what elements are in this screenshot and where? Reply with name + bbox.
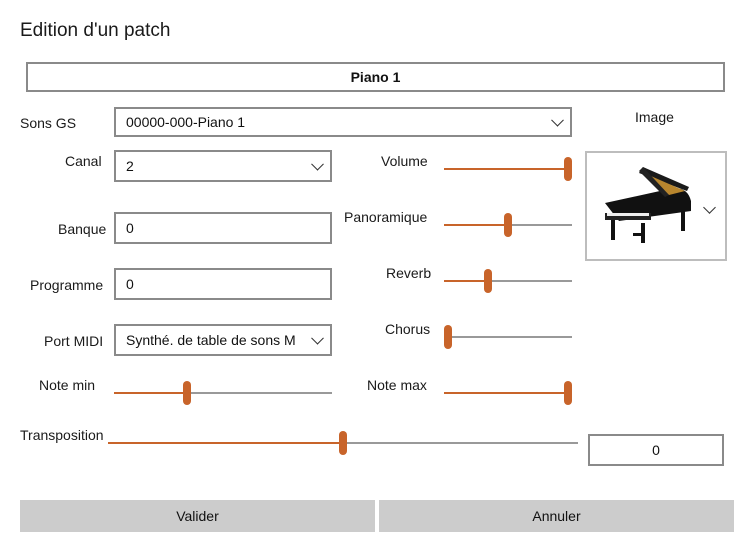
volume-slider[interactable] [444,157,572,181]
sons-gs-value: 00000-000-Piano 1 [126,114,246,130]
chevron-down-icon [551,113,564,127]
cancel-button[interactable]: Annuler [379,500,734,532]
canal-select[interactable]: 2 [114,150,332,182]
reverb-label: Reverb [386,265,432,281]
banque-label: Banque [58,221,107,237]
programme-input[interactable]: 0 [114,268,332,300]
transposition-slider[interactable] [108,431,578,455]
chorus-label: Chorus [385,321,431,337]
panoramique-slider[interactable] [444,213,572,237]
note-max-slider-thumb[interactable] [564,381,572,405]
grand-piano-icon [605,167,691,243]
volume-slider-thumb[interactable] [564,157,572,181]
port-midi-value: Synthé. de table de sons Microsoft GS [126,332,296,348]
reverb-slider[interactable] [444,269,572,293]
sons-gs-label: Sons GS [20,115,77,131]
note-max-label: Note max [367,377,427,393]
transposition-label: Transposition [20,427,104,443]
reverb-slider-thumb[interactable] [483,269,492,293]
panoramique-label: Panoramique [344,209,428,225]
programme-label: Programme [30,277,104,293]
chorus-slider-thumb[interactable] [444,325,452,349]
chevron-down-icon [703,201,716,214]
dialog-title: Edition d'un patch [20,20,171,41]
port-midi-label: Port MIDI [44,333,104,349]
canal-value: 2 [126,158,134,174]
volume-label: Volume [381,153,428,169]
panoramique-slider-thumb[interactable] [504,213,512,237]
sons-gs-select[interactable]: 00000-000-Piano 1 [114,107,572,137]
chorus-slider[interactable] [444,325,572,349]
image-label: Image [635,109,674,125]
canal-label: Canal [65,153,102,169]
image-picker[interactable] [585,151,727,261]
validate-button[interactable]: Valider [20,500,375,532]
note-min-slider[interactable] [114,381,332,405]
note-min-slider-thumb[interactable] [183,381,192,405]
banque-input[interactable]: 0 [114,212,332,244]
chevron-down-icon [311,331,324,345]
port-midi-select[interactable]: Synthé. de table de sons Microsoft GS [114,324,332,356]
patch-name-field[interactable]: Piano 1 [26,62,725,92]
transposition-slider-thumb[interactable] [339,431,347,455]
note-min-label: Note min [39,377,96,393]
chevron-down-icon [311,157,324,171]
transposition-value-field[interactable]: 0 [588,434,724,466]
note-max-slider[interactable] [444,381,572,405]
